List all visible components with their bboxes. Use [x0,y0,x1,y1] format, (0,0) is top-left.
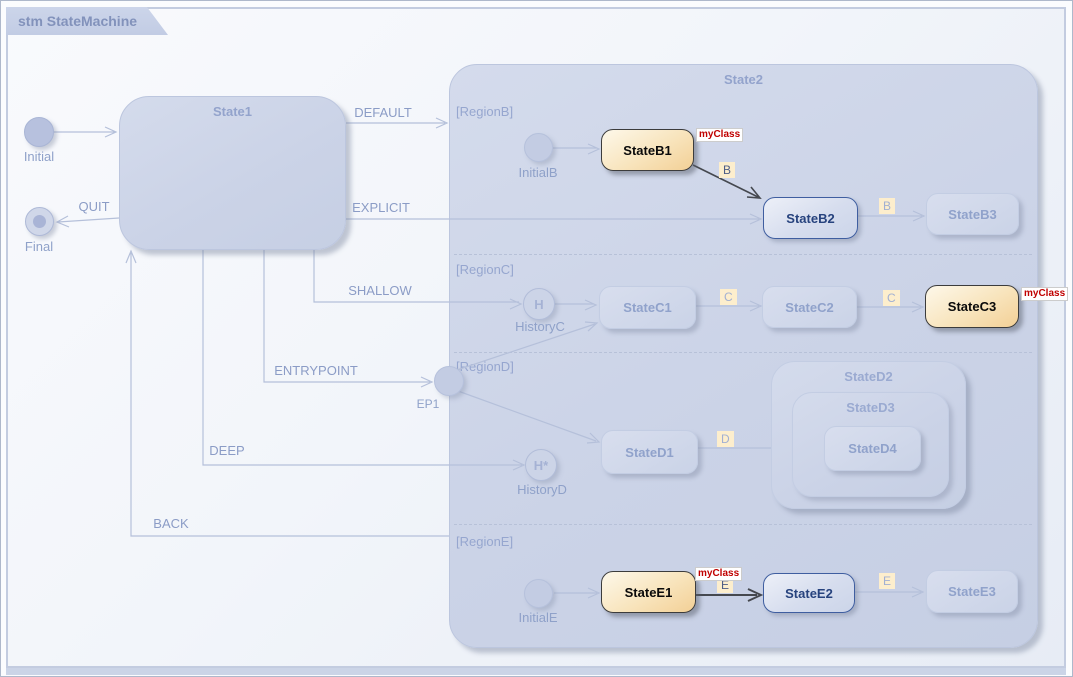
region-separator-bc [454,254,1032,255]
initial-caption: Initial [23,149,55,164]
ep1-caption: EP1 [416,397,440,411]
state-statee2[interactable]: StateE2 [763,573,855,613]
trigger-c1[interactable]: C [720,289,737,305]
state-state1[interactable]: State1 [119,96,346,250]
state-statee2-label: StateE2 [785,585,833,601]
stereotype-stateb1[interactable]: myClass [696,128,744,142]
state-statee1[interactable]: StateE1 [601,571,696,613]
state-statec1[interactable]: StateC1 [599,286,696,329]
transition-quit-label[interactable]: QUIT [78,199,110,214]
stereotype-statee1[interactable]: myClass [695,567,743,581]
historyc-caption: HistoryC [515,319,565,334]
state-statee1-label: StateE1 [624,584,673,600]
frame-title: stm StateMachine [18,13,138,29]
region-e-label: [RegionE] [456,534,514,549]
historyd-pseudostate[interactable]: H* [525,449,557,481]
region-c-label: [RegionC] [456,262,514,277]
trigger-e2[interactable]: E [879,573,896,589]
state-statee3[interactable]: StateE3 [926,570,1018,613]
state-stated2-title: StateD2 [844,369,893,384]
state-state2-title: State2 [723,72,764,87]
initialb-pseudostate[interactable] [524,133,553,162]
historyc-glyph: H [534,296,544,312]
frame-bottom-strip [6,668,1066,675]
state-stated3-title: StateD3 [846,400,895,415]
state-stated4[interactable]: StateD4 [824,426,921,471]
final-inner-dot [33,215,46,228]
transition-default-label[interactable]: DEFAULT [354,105,412,120]
historyc-pseudostate[interactable]: H [523,288,555,320]
state-stated1-label: StateD1 [625,444,674,460]
transition-deep-label[interactable]: DEEP [209,443,245,458]
state-stateb1-label: StateB1 [623,142,672,158]
initiale-pseudostate[interactable] [524,579,553,608]
initial-pseudostate[interactable] [24,117,54,147]
transition-entrypoint-label[interactable]: ENTRYPOINT [274,363,358,378]
region-separator-cd [454,352,1032,353]
trigger-b2[interactable]: B [879,198,896,214]
initiale-caption: InitialE [518,610,558,625]
transition-explicit-label[interactable]: EXPLICIT [352,200,410,215]
transition-back-label[interactable]: BACK [153,516,189,531]
state-statec1-label: StateC1 [623,300,672,315]
final-pseudostate[interactable] [25,207,54,236]
diagram-frame-tab: stm StateMachine [6,7,168,35]
state-stateb2[interactable]: StateB2 [763,197,858,239]
trigger-d1[interactable]: D [717,431,734,447]
state-statee3-label: StateE3 [948,584,996,599]
trigger-c2[interactable]: C [883,290,900,306]
historyd-glyph: H* [533,457,549,473]
initialb-caption: InitialB [518,165,558,180]
transition-shallow-label[interactable]: SHALLOW [348,283,412,298]
state-stateb3-label: StateB3 [948,206,997,222]
region-d-label: [RegionD] [456,359,514,374]
ep1-entrypoint[interactable] [434,366,464,396]
state-stated4-label: StateD4 [848,441,897,456]
state-stateb1[interactable]: StateB1 [601,129,694,171]
region-b-label: [RegionB] [456,104,514,119]
state-stateb3[interactable]: StateB3 [926,193,1019,235]
state-stateb2-label: StateB2 [786,210,835,226]
state-statec2-label: StateC2 [785,299,834,315]
state-statec3-label: StateC3 [947,299,997,314]
state-stated1[interactable]: StateD1 [601,430,698,474]
state-statec3[interactable]: StateC3 [925,285,1019,328]
stereotype-statec3[interactable]: myClass [1021,287,1069,301]
historyd-caption: HistoryD [517,482,567,497]
state-statec2[interactable]: StateC2 [762,286,857,328]
trigger-b1[interactable]: B [719,162,736,178]
state-state1-title: State1 [212,104,253,119]
region-separator-de [454,524,1032,525]
final-caption: Final [24,239,54,254]
